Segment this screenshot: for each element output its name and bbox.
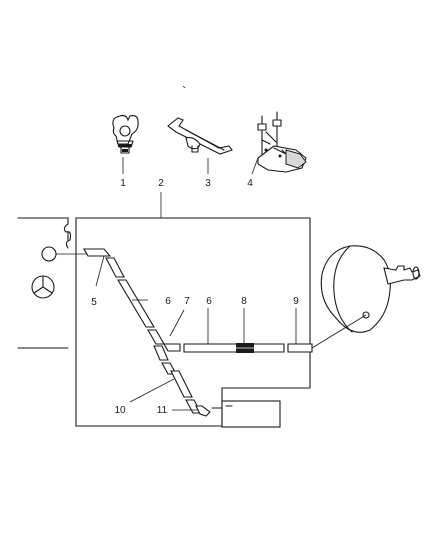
callout-4: 4 xyxy=(247,178,253,189)
callout-8: 8 xyxy=(241,296,247,307)
mercedes-star-emblem xyxy=(31,275,55,299)
round-lamp xyxy=(41,246,57,262)
strip-7-b xyxy=(153,345,169,361)
small-module xyxy=(221,400,281,428)
strip-10-b xyxy=(170,370,193,398)
strip-6-horizontal xyxy=(183,343,285,353)
strip-5 xyxy=(83,248,112,257)
harness-strips xyxy=(83,248,313,417)
strip-9 xyxy=(287,343,313,353)
callout-6-horizontal: 6 xyxy=(206,296,212,307)
callout-labels: 1 2 3 4 5 6 6 7 8 9 10 11 xyxy=(91,178,299,416)
callout-11: 11 xyxy=(157,405,168,416)
main-panel-outline xyxy=(75,217,311,427)
strip-11 xyxy=(195,405,211,417)
strip-diag-b xyxy=(117,279,155,328)
leader-4 xyxy=(251,157,259,175)
callout-5: 5 xyxy=(91,297,97,308)
strip-diag-a xyxy=(105,257,125,278)
speck xyxy=(182,85,186,89)
callout-6-diagonal: 6 xyxy=(165,296,171,307)
callout-2: 2 xyxy=(158,178,164,189)
strip-7-branch xyxy=(163,343,181,352)
part-4-connectors xyxy=(257,111,307,173)
leader-lines xyxy=(95,255,297,411)
part-1-clip xyxy=(112,114,139,154)
part-3-bracket xyxy=(167,117,233,174)
module-tab xyxy=(211,405,233,409)
callout-1: 1 xyxy=(120,178,126,189)
strip-7-a xyxy=(147,329,165,345)
callout-10: 10 xyxy=(114,405,126,416)
callout-3: 3 xyxy=(205,178,211,189)
left-wing-panel xyxy=(17,217,94,349)
brake-booster xyxy=(320,245,421,333)
callout-9: 9 xyxy=(293,296,299,307)
callout-7: 7 xyxy=(184,296,190,307)
leader-9-booster xyxy=(311,314,367,349)
